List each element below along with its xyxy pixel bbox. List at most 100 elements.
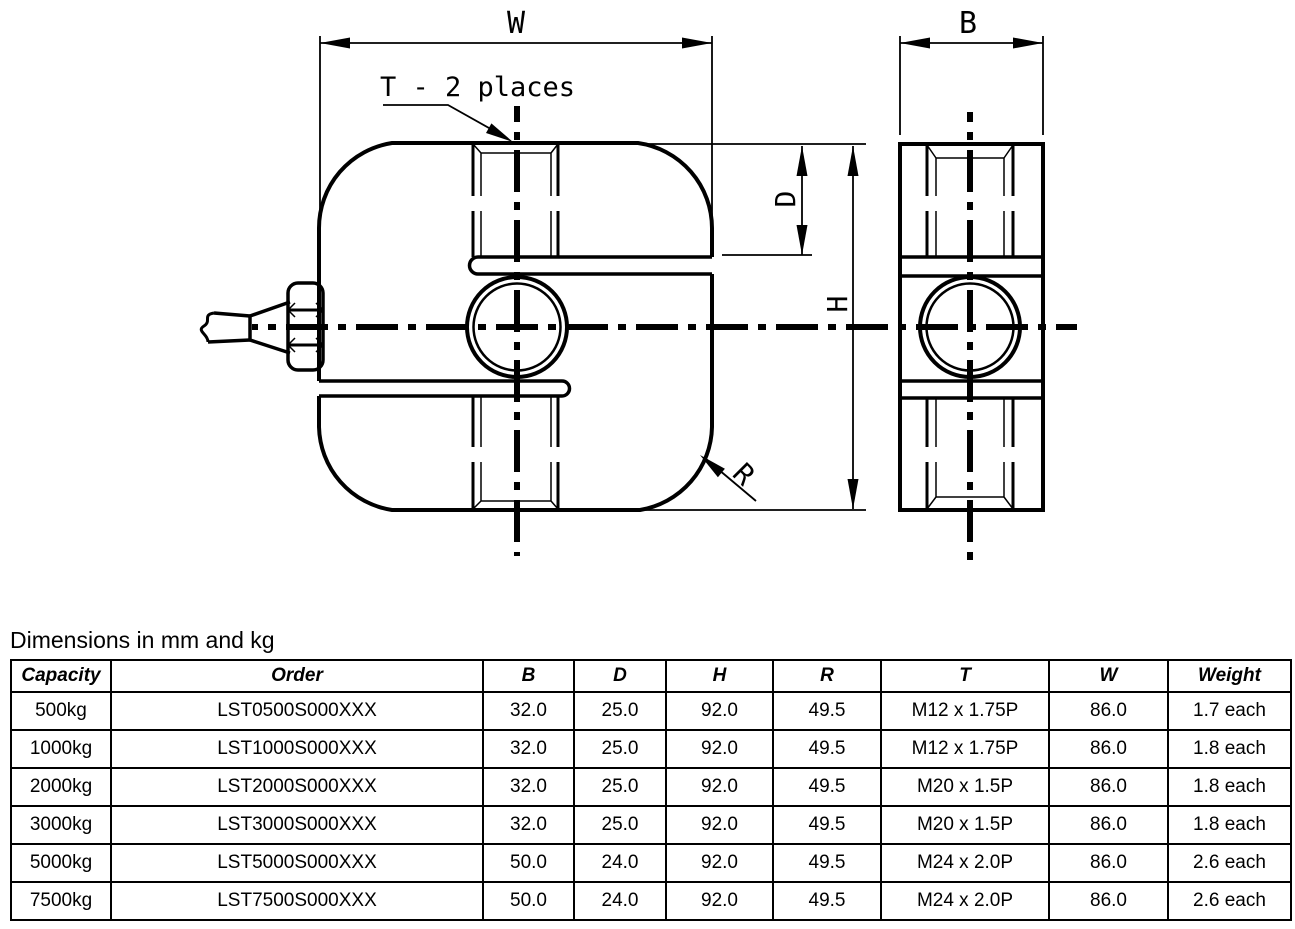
cell-w: 86.0 <box>1048 805 1169 845</box>
cell-weight: 1.8 each <box>1167 805 1292 845</box>
dimension-b: B <box>899 6 1044 135</box>
header-weight: Weight <box>1167 659 1292 693</box>
gland-hex-flats <box>288 308 323 347</box>
side-bore-inner <box>925 282 1015 372</box>
table-header-row: Capacity Order B D H R T W Weight <box>10 659 1292 693</box>
dim-label-h: H <box>821 296 854 313</box>
thread-note-leader <box>383 104 506 138</box>
front-bore-inner <box>472 282 562 372</box>
dimension-w: W <box>319 6 713 225</box>
header-w: W <box>1048 659 1169 693</box>
front-upper-thread-major <box>471 144 560 257</box>
cell-capacity: 1000kg <box>10 729 112 769</box>
dim-w-arrow-left <box>320 37 350 49</box>
dimension-r: R <box>700 455 762 502</box>
lower-slot <box>319 379 572 398</box>
gland-hex-chamfers <box>287 302 324 353</box>
side-upper-thread-major <box>925 144 1015 257</box>
header-b: B <box>482 659 575 693</box>
cell-w: 86.0 <box>1048 881 1169 921</box>
cell-order: LST0500S000XXX <box>110 691 484 731</box>
cell-t: M24 x 2.0P <box>880 843 1050 883</box>
cell-r: 49.5 <box>772 881 882 921</box>
cell-capacity: 500kg <box>10 691 112 731</box>
thread-note-arrow <box>486 123 513 142</box>
cable-break-symbol <box>199 311 215 343</box>
front-bore-outer <box>465 275 569 379</box>
header-t: T <box>880 659 1050 693</box>
cell-order: LST2000S000XXX <box>110 767 484 807</box>
table-row: 1000kg LST1000S000XXX 32.0 25.0 92.0 49.… <box>10 729 1292 769</box>
cell-order: LST3000S000XXX <box>110 805 484 845</box>
dim-w-lines <box>319 36 713 225</box>
table-row: 7500kg LST7500S000XXX 50.0 24.0 92.0 49.… <box>10 881 1292 921</box>
front-outline-upper <box>317 141 714 381</box>
cell-w: 86.0 <box>1048 729 1169 769</box>
cell-order: LST1000S000XXX <box>110 729 484 769</box>
table-row: 2000kg LST2000S000XXX 32.0 25.0 92.0 49.… <box>10 767 1292 807</box>
gland-strain-relief <box>248 300 291 355</box>
page-title: Dimensions in mm and kg <box>10 627 275 653</box>
side-upper-thread-minor <box>926 144 1014 256</box>
cell-b: 50.0 <box>482 843 575 883</box>
cable-gland <box>199 281 325 372</box>
technical-drawing: W B D H <box>199 6 1077 560</box>
cell-order: LST5000S000XXX <box>110 843 484 883</box>
dimension-t: T - 2 places <box>380 72 575 142</box>
cell-weight: 2.6 each <box>1167 881 1292 921</box>
cell-h: 92.0 <box>665 843 774 883</box>
cell-t: M12 x 1.75P <box>880 691 1050 731</box>
cable-lines <box>207 311 251 344</box>
cell-h: 92.0 <box>665 691 774 731</box>
cell-h: 92.0 <box>665 805 774 845</box>
dim-extension-lines <box>637 143 866 511</box>
dim-w-arrow-right <box>682 37 712 49</box>
upper-slot <box>467 255 712 276</box>
header-order: Order <box>110 659 484 693</box>
cell-t: M12 x 1.75P <box>880 729 1050 769</box>
cell-d: 25.0 <box>573 691 667 731</box>
header-h: H <box>665 659 774 693</box>
cell-weight: 2.6 each <box>1167 843 1292 883</box>
front-view <box>199 141 714 512</box>
side-lower-thread-minor <box>926 398 1014 510</box>
cell-w: 86.0 <box>1048 767 1169 807</box>
dim-d-arrow-up <box>796 146 808 176</box>
dim-label-r: R <box>726 457 761 492</box>
cell-d: 25.0 <box>573 767 667 807</box>
cell-t: M20 x 1.5P <box>880 767 1050 807</box>
dim-d-arrow-down <box>796 225 808 255</box>
cell-b: 50.0 <box>482 881 575 921</box>
dim-b-arrow-left <box>900 37 930 49</box>
cell-r: 49.5 <box>772 767 882 807</box>
dimensions-table: Capacity Order B D H R T W Weight 500kg … <box>10 659 1292 921</box>
cell-b: 32.0 <box>482 767 575 807</box>
cell-weight: 1.7 each <box>1167 691 1292 731</box>
dim-h-arrow-down <box>847 479 859 509</box>
dim-b-arrow-right <box>1013 37 1043 49</box>
front-lower-thread-major <box>471 396 560 509</box>
cell-h: 92.0 <box>665 881 774 921</box>
dimension-d: D <box>722 146 812 256</box>
dim-r-arrow <box>700 455 725 478</box>
header-capacity: Capacity <box>10 659 112 693</box>
dimension-h: H <box>821 146 859 509</box>
cell-d: 25.0 <box>573 805 667 845</box>
side-bore-outer <box>918 275 1022 379</box>
front-lower-thread-minor <box>472 397 559 510</box>
side-view <box>898 142 1045 512</box>
cell-r: 49.5 <box>772 843 882 883</box>
dim-label-b: B <box>959 6 977 41</box>
cell-t: M24 x 2.0P <box>880 881 1050 921</box>
cell-h: 92.0 <box>665 767 774 807</box>
cell-d: 25.0 <box>573 729 667 769</box>
header-d: D <box>573 659 667 693</box>
cell-h: 92.0 <box>665 729 774 769</box>
cell-weight: 1.8 each <box>1167 767 1292 807</box>
cell-d: 24.0 <box>573 843 667 883</box>
side-lower-thread-major <box>925 398 1015 510</box>
cell-b: 32.0 <box>482 691 575 731</box>
centerlines <box>252 106 1077 560</box>
table-row: 3000kg LST3000S000XXX 32.0 25.0 92.0 49.… <box>10 805 1292 845</box>
